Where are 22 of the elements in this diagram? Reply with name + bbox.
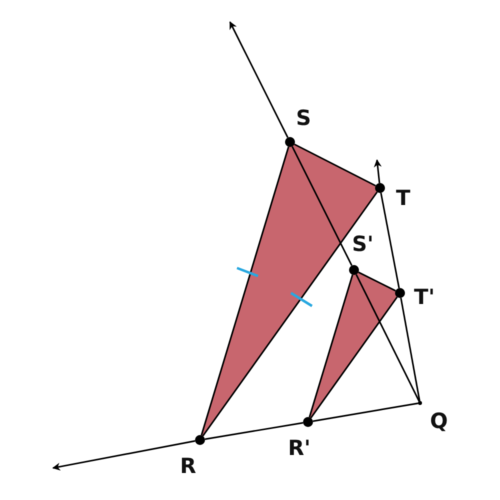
point-label: T': [414, 287, 435, 308]
line-segment: [380, 192, 400, 288]
line-segment: [202, 192, 378, 436]
point-label: Q: [430, 411, 448, 432]
ray-arrow: [374, 159, 382, 184]
point-label: T: [396, 188, 410, 209]
point-label: R: [180, 456, 196, 477]
line-segment: [356, 274, 420, 402]
line-segment: [200, 146, 290, 436]
line-segment: [294, 144, 376, 186]
line-segment: [308, 274, 354, 418]
line-segment: [310, 296, 398, 418]
line-segment: [400, 298, 420, 402]
line-segment: [204, 422, 304, 440]
line-segment: [312, 402, 418, 422]
point-label: S': [352, 234, 374, 255]
ray-arrow: [52, 440, 196, 471]
line-segment: [292, 146, 352, 266]
point-label: S: [296, 108, 312, 129]
ray-arrow: [229, 21, 288, 138]
line-segment: [358, 272, 396, 292]
point-label: R': [288, 438, 311, 459]
